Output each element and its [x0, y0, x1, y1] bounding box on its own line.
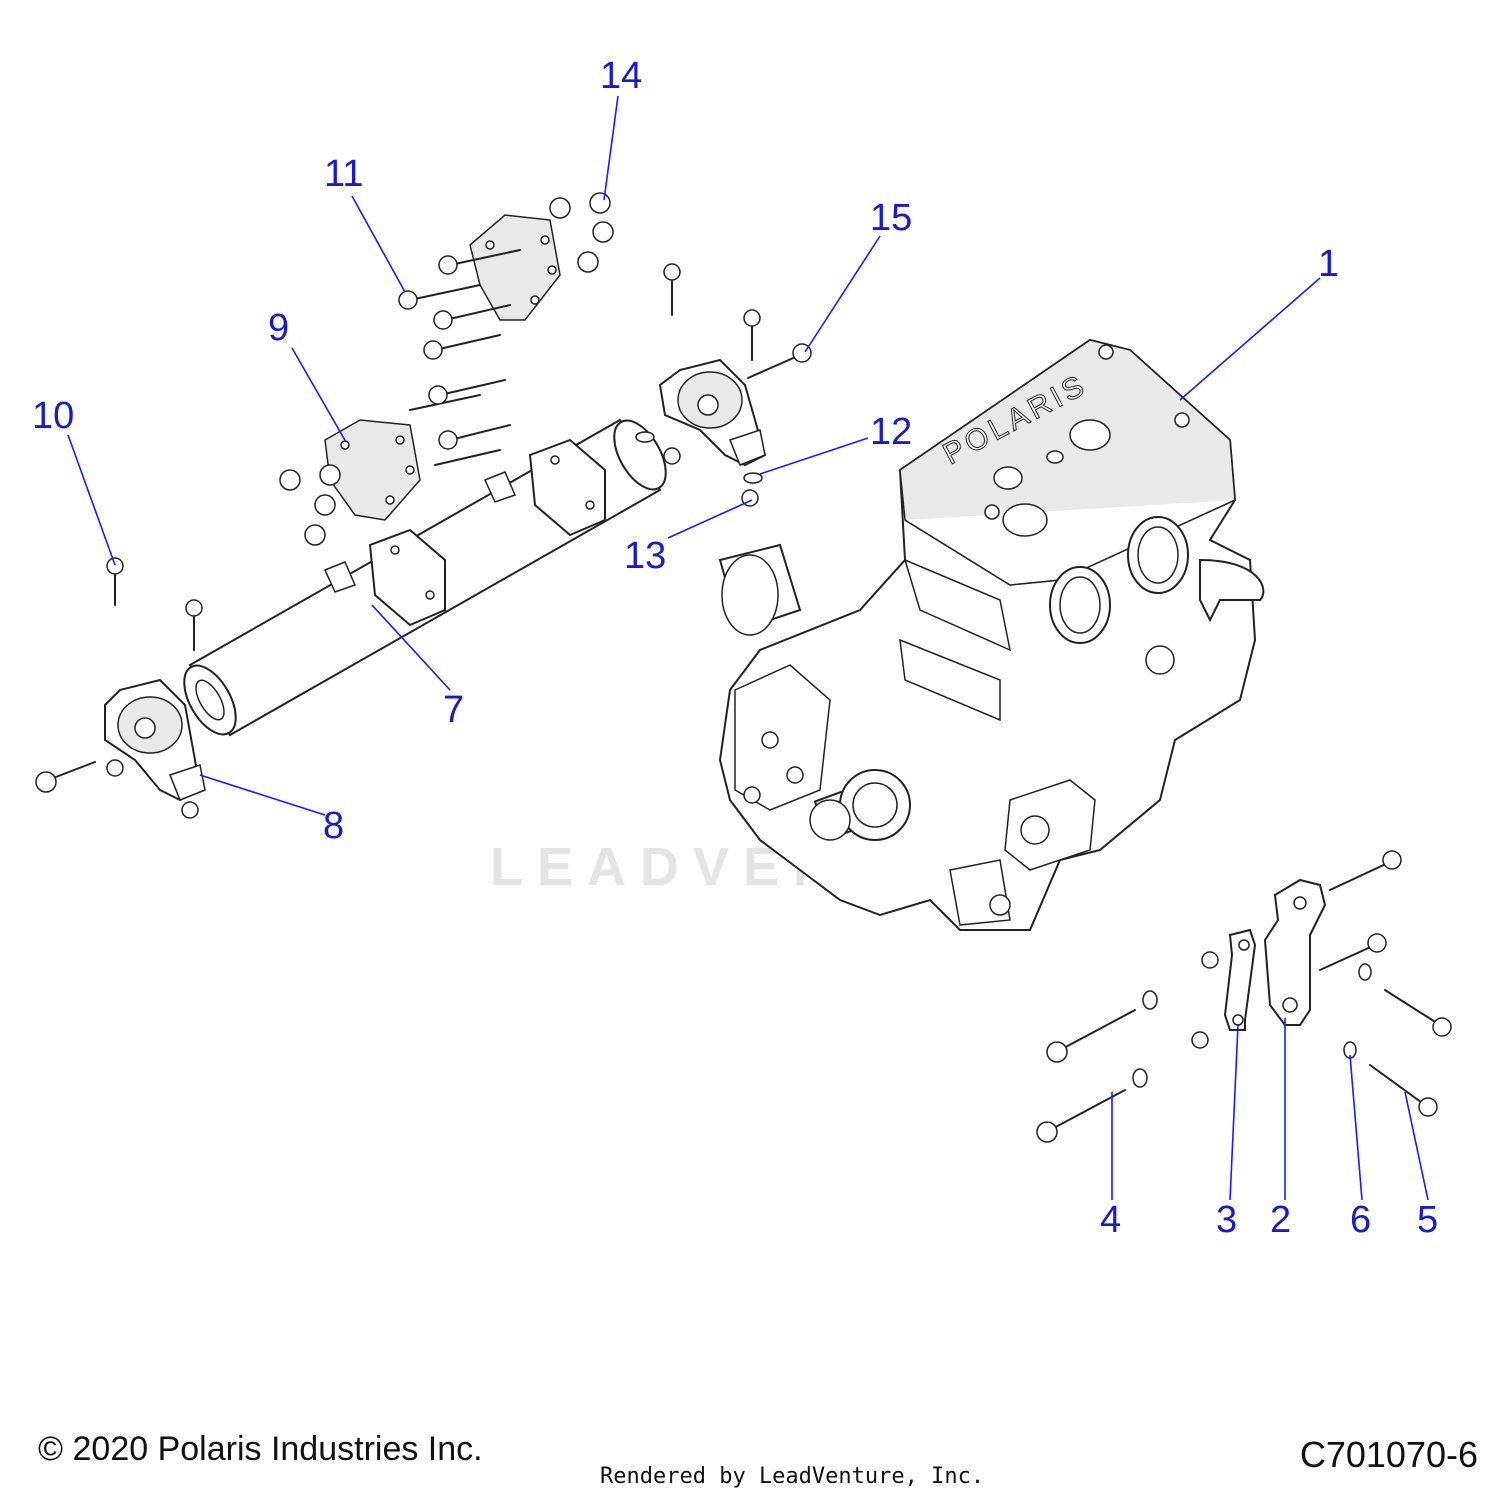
callout-8: 8 [323, 805, 344, 847]
callout-5: 5 [1417, 1199, 1438, 1241]
callout-11: 11 [324, 153, 363, 195]
copyright-text: © 2020 Polaris Industries Inc. [38, 1430, 483, 1468]
top-mount [658, 358, 767, 467]
callout-4: 4 [1100, 1199, 1121, 1241]
callout-1: 1 [1318, 243, 1339, 285]
callout-10: 10 [32, 395, 74, 437]
callout-12: 12 [870, 411, 912, 453]
callout-14: 14 [600, 55, 642, 97]
drawing-number: C701070-6 [1299, 1434, 1478, 1475]
bolts-upper [35, 192, 812, 819]
part-7-tube [183, 418, 667, 737]
engine-assembly: POLARIS [718, 338, 1265, 931]
part-9-plate [324, 419, 421, 521]
part-11-plate [469, 214, 561, 321]
callout-15: 15 [870, 197, 912, 239]
lower-right-bracket-group [1036, 850, 1452, 1143]
rendered-by-text: Rendered by LeadVenture, Inc. [600, 1464, 985, 1489]
leader-lines [67, 95, 1429, 1201]
part-8-mount [104, 678, 206, 802]
callout-2: 2 [1270, 1199, 1291, 1241]
callout-13: 13 [624, 535, 666, 577]
callout-6: 6 [1350, 1199, 1371, 1241]
callout-9: 9 [268, 307, 289, 349]
callouts: 1 2 3 4 5 6 7 8 9 10 11 12 13 14 15 [32, 55, 1438, 1241]
callout-3: 3 [1216, 1199, 1237, 1241]
callout-7: 7 [443, 689, 464, 731]
